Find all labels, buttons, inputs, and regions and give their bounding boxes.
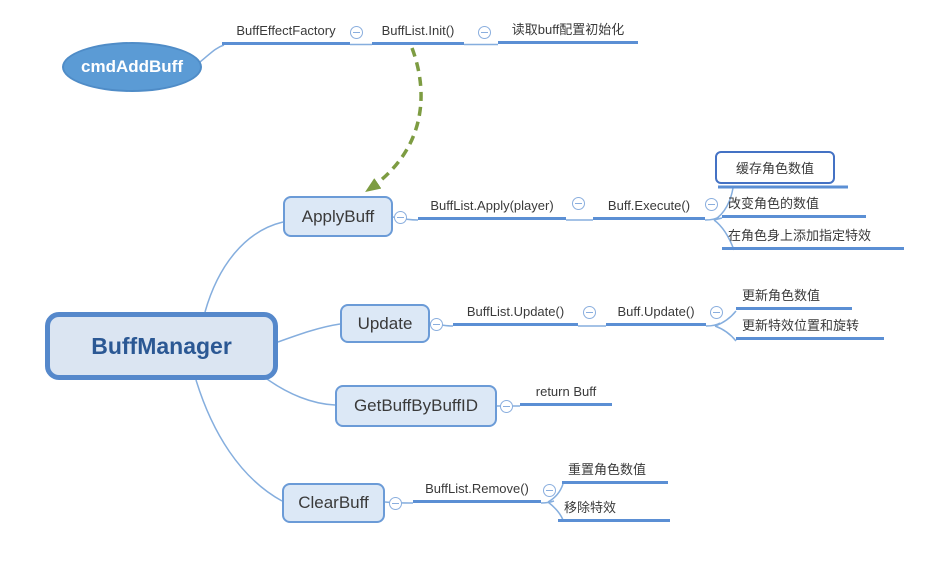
relationship-arrow[interactable] [365, 47, 423, 192]
leaf-change-stats[interactable]: 改变角色的数值 [722, 195, 866, 218]
root-topic-buffmanager[interactable]: BuffManager [45, 312, 278, 380]
branch-connectors [195, 43, 737, 521]
chain-node-init-config[interactable]: 读取buff配置初始化 [498, 21, 638, 44]
topic-applybuff[interactable]: ApplyBuff [283, 196, 393, 237]
chain-node-bufflist-update[interactable]: BuffList.Update() [453, 303, 578, 326]
collapse-icon[interactable] [705, 198, 718, 211]
collapse-icon[interactable] [583, 306, 596, 319]
leaf-label: 移除特效 [564, 500, 617, 515]
chain-node-bufffactory[interactable]: BuffEffectFactory [222, 22, 350, 45]
floating-topic-label: cmdAddBuff [81, 57, 183, 76]
chain-node-bufflist-remove[interactable]: BuffList.Remove() [413, 480, 541, 503]
collapse-icon[interactable] [478, 26, 491, 39]
leaf-label: 更新角色数值 [742, 288, 821, 303]
leaf-attach-effect[interactable]: 在角色身上添加指定特效 [722, 227, 904, 250]
leaf-label: 重置角色数值 [568, 462, 647, 477]
chain-node-buff-execute[interactable]: Buff.Execute() [593, 197, 705, 220]
topic-clearbuff[interactable]: ClearBuff [282, 483, 385, 523]
topic-label: GetBuffByBuffID [353, 396, 479, 415]
leaf-label: 在角色身上添加指定特效 [728, 228, 872, 243]
leaf-update-stats[interactable]: 更新角色数值 [736, 287, 852, 310]
leaf-label: return Buff [535, 384, 597, 399]
leaf-update-effect-transform[interactable]: 更新特效位置和旋转 [736, 317, 884, 340]
collapse-icon[interactable] [350, 26, 363, 39]
leaf-label: 缓存角色数值 [735, 161, 814, 176]
chain-node-label: Buff.Execute() [607, 198, 691, 213]
root-topic-label: BuffManager [91, 332, 232, 359]
chain-node-bufflist-init[interactable]: BuffList.Init() [372, 22, 464, 45]
chain-node-label: BuffList.Remove() [425, 481, 529, 496]
chain-node-buff-update[interactable]: Buff.Update() [606, 303, 706, 326]
floating-topic-cmdaddbuff[interactable]: cmdAddBuff [62, 42, 202, 92]
collapse-icon[interactable] [543, 484, 556, 497]
leaf-label: 改变角色的数值 [728, 196, 820, 211]
collapse-icon[interactable] [430, 318, 443, 331]
collapse-icon[interactable] [500, 400, 513, 413]
topic-getbuffbybuffid[interactable]: GetBuffByBuffID [335, 385, 497, 427]
collapse-icon[interactable] [394, 211, 407, 224]
topic-update[interactable]: Update [340, 304, 430, 343]
topic-label: ClearBuff [298, 493, 369, 512]
leaf-reset-stats[interactable]: 重置角色数值 [562, 461, 668, 484]
topic-label: Update [357, 313, 413, 333]
chain-node-label: BuffList.Init() [381, 23, 455, 38]
collapse-icon[interactable] [572, 197, 585, 210]
collapse-icon[interactable] [389, 497, 402, 510]
collapse-icon[interactable] [710, 306, 723, 319]
chain-node-label: BuffEffectFactory [236, 23, 336, 38]
chain-node-bufflist-apply[interactable]: BuffList.Apply(player) [418, 197, 566, 220]
leaf-remove-effect[interactable]: 移除特效 [558, 499, 670, 522]
leaf-return-buff[interactable]: return Buff [520, 383, 612, 406]
leaf-label: 更新特效位置和旋转 [742, 318, 860, 333]
topic-label: ApplyBuff [301, 206, 375, 226]
chain-node-label: BuffList.Apply(player) [430, 198, 554, 213]
leaf-cache-stats-highlighted[interactable]: 缓存角色数值 [715, 151, 835, 184]
chain-node-label: Buff.Update() [617, 304, 695, 319]
chain-node-label: 读取buff配置初始化 [511, 22, 625, 37]
chain-node-label: BuffList.Update() [466, 304, 565, 319]
